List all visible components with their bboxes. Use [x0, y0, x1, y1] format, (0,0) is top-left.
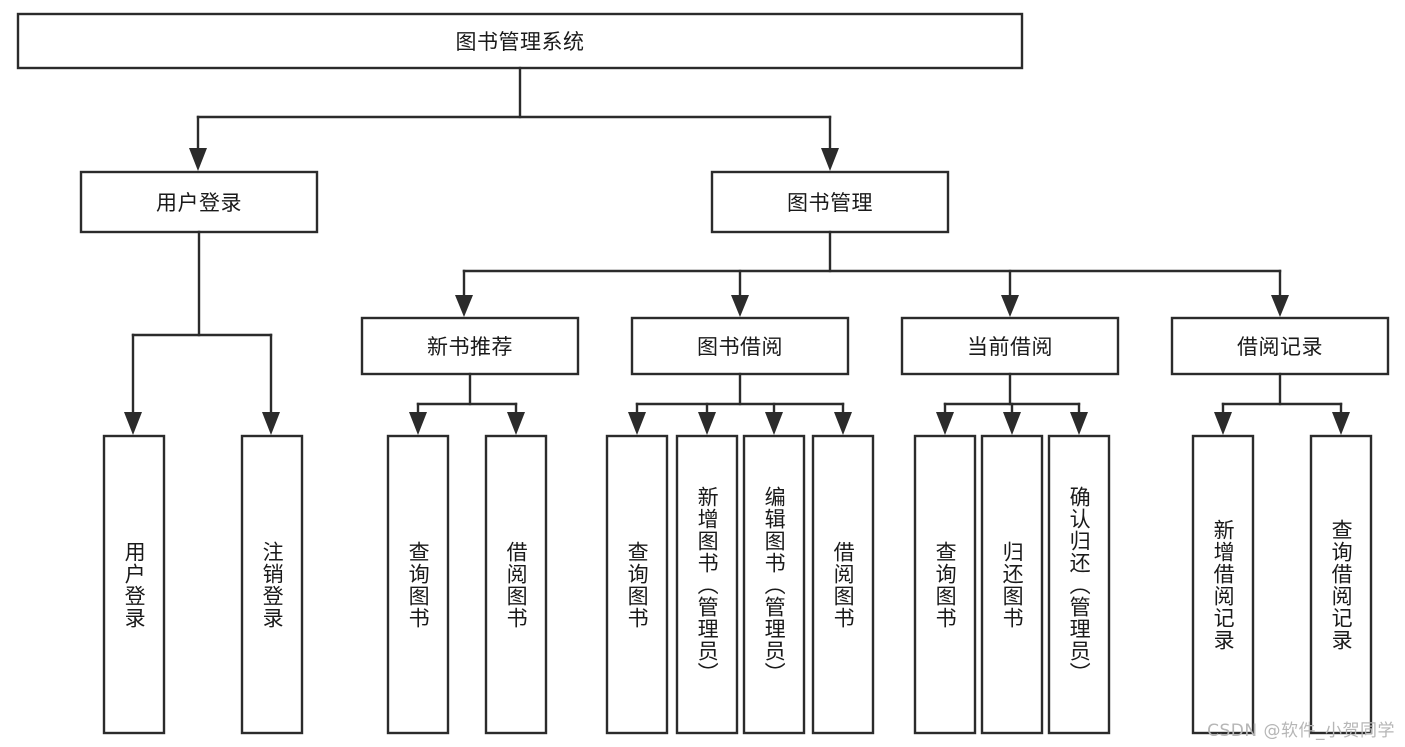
arrow-head-leaf-user-login	[124, 412, 142, 435]
arrow-head-leaf-return-book	[1003, 412, 1021, 435]
arrow-head-leaf-query-book-borrow	[628, 412, 646, 435]
node-box-current-borrow[interactable]	[900, 316, 1120, 376]
node-box-borrow-record[interactable]	[1170, 316, 1390, 376]
node-box-leaf-add-book[interactable]	[675, 434, 739, 735]
arrow-head-leaf-confirm-return	[1070, 412, 1088, 435]
node-box-leaf-query-borrow-record[interactable]	[1309, 434, 1373, 735]
arrow-head-leaf-borrow-book-recommend	[507, 412, 525, 435]
node-box-leaf-add-borrow-record[interactable]	[1191, 434, 1255, 735]
node-box-leaf-confirm-return[interactable]	[1047, 434, 1111, 735]
node-box-leaf-borrow-book[interactable]	[811, 434, 875, 735]
arrow-head-leaf-add-borrow-record	[1214, 412, 1232, 435]
arrow-head-user-login	[189, 148, 207, 171]
arrow-head-current-borrow	[1001, 295, 1019, 317]
arrow-head-borrow-record	[1271, 295, 1289, 317]
arrow-head-leaf-add-book	[698, 412, 716, 435]
node-box-leaf-borrow-book-recommend[interactable]	[484, 434, 548, 735]
node-box-root[interactable]	[16, 12, 1024, 70]
arrow-head-leaf-query-borrow-record	[1332, 412, 1350, 435]
node-box-leaf-query-book-borrow[interactable]	[605, 434, 669, 735]
arrow-head-leaf-query-book-recommend	[409, 412, 427, 435]
arrow-head-leaf-query-book-current	[936, 412, 954, 435]
arrow-head-new-book-recommend	[455, 295, 473, 317]
node-box-user-login[interactable]	[79, 170, 319, 234]
node-box-book-management[interactable]	[710, 170, 950, 234]
arrow-head-leaf-borrow-book	[834, 412, 852, 435]
node-box-leaf-query-book-current[interactable]	[913, 434, 977, 735]
node-box-book-borrow[interactable]	[630, 316, 850, 376]
node-box-leaf-query-book-recommend[interactable]	[386, 434, 450, 735]
arrow-head-book-management	[821, 148, 839, 171]
arrow-head-leaf-logout	[262, 412, 280, 435]
node-box-leaf-edit-book[interactable]	[742, 434, 806, 735]
arrow-head-book-borrow	[731, 295, 749, 317]
arrow-head-leaf-edit-book	[765, 412, 783, 435]
node-box-leaf-logout[interactable]	[240, 434, 304, 735]
node-box-new-book-recommend[interactable]	[360, 316, 580, 376]
node-box-leaf-user-login[interactable]	[102, 434, 166, 735]
node-box-leaf-return-book[interactable]	[980, 434, 1044, 735]
